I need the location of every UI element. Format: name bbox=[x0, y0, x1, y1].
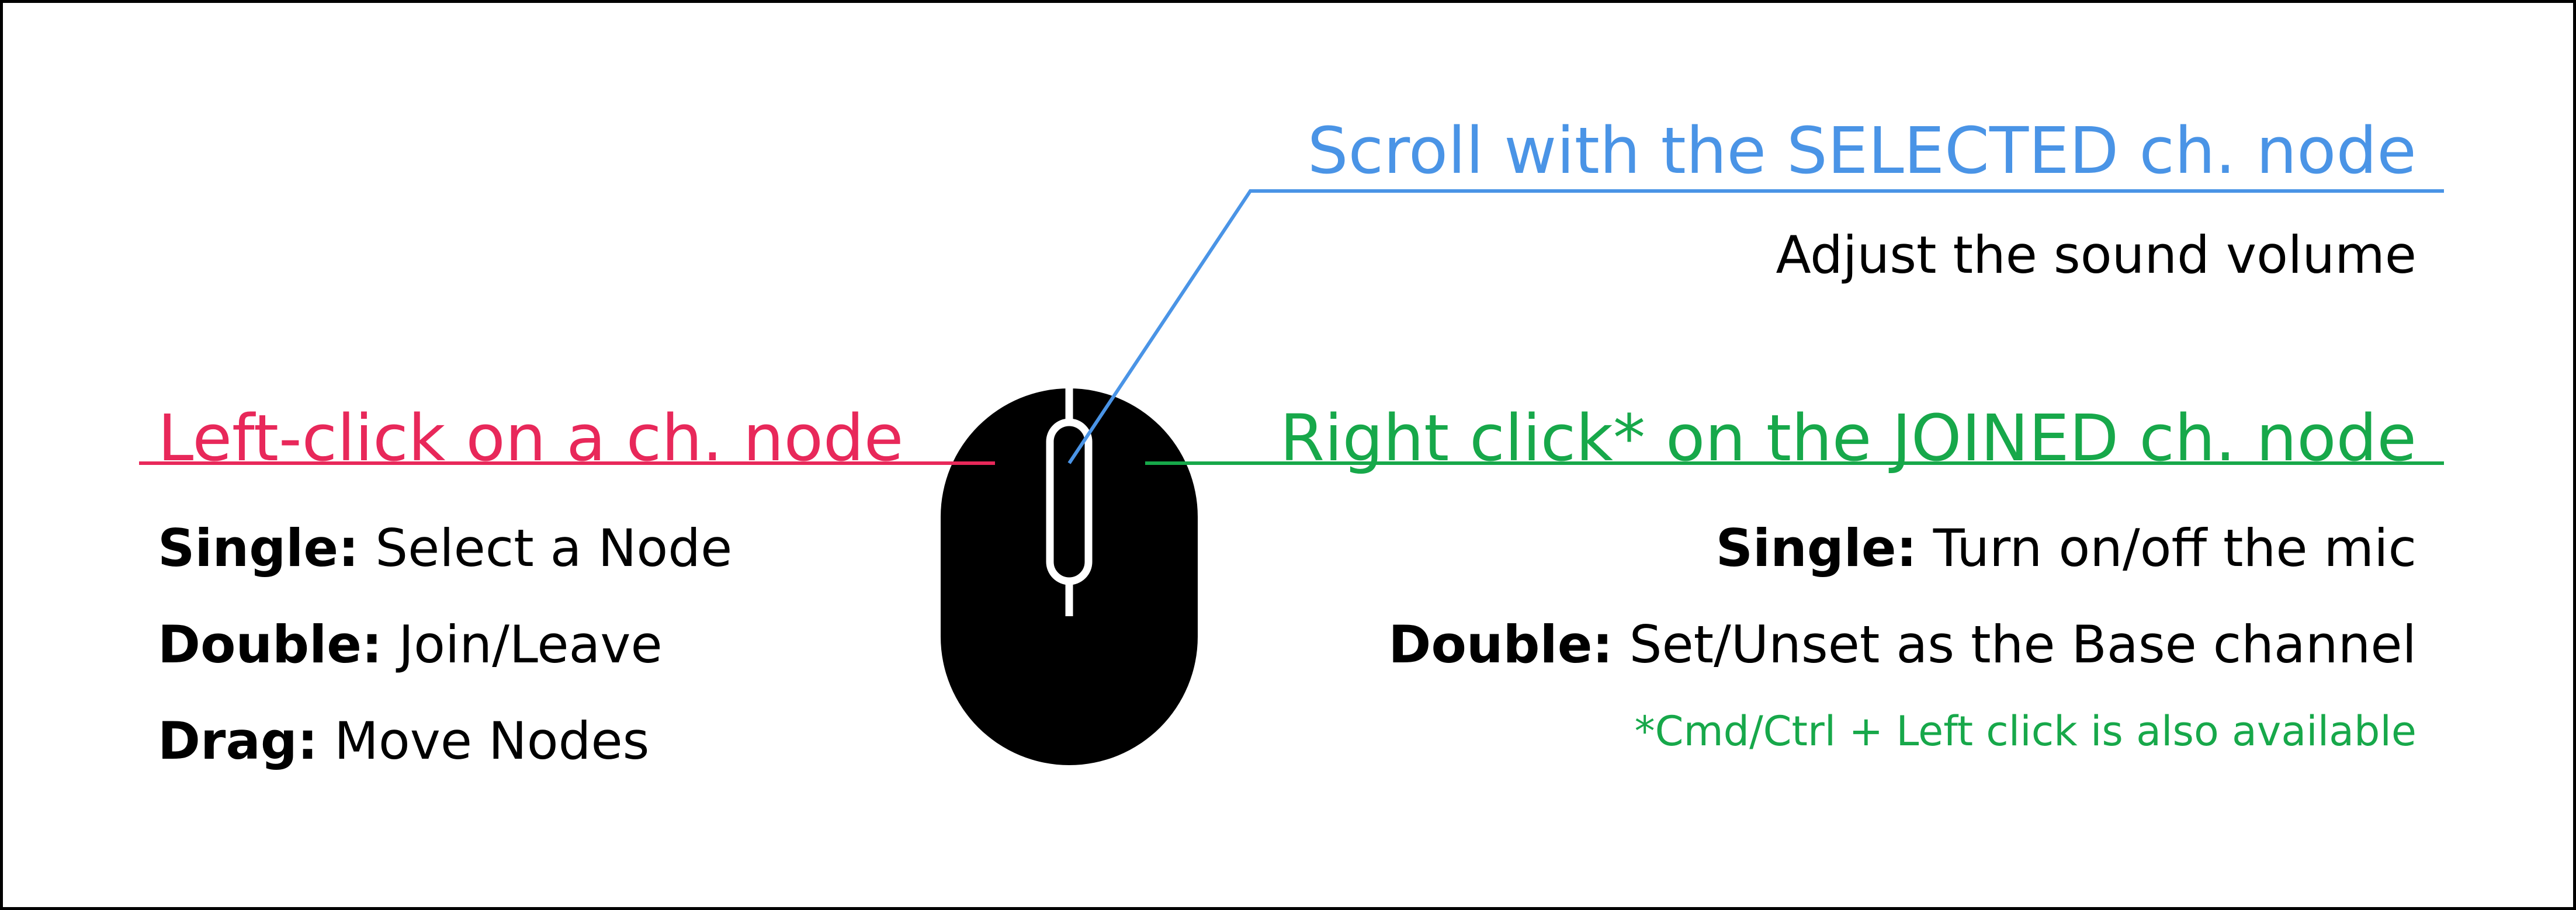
right-click-heading: Right click* on the JOINED ch. node bbox=[1280, 401, 2416, 475]
left-click-item-single: Single: Select a Node bbox=[158, 523, 732, 574]
right-click-item-value: Turn on/off the mic bbox=[1933, 518, 2416, 578]
right-click-footnote: *Cmd/Ctrl + Left click is also available bbox=[1634, 707, 2416, 755]
left-click-item-key: Double: bbox=[158, 614, 383, 675]
left-click-heading: Left-click on a ch. node bbox=[158, 401, 904, 475]
left-click-item-drag: Drag: Move Nodes bbox=[158, 716, 649, 767]
right-click-item-key: Double: bbox=[1388, 614, 1613, 675]
right-click-item-single: Single: Turn on/off the mic bbox=[1716, 523, 2416, 574]
right-click-item-double: Double: Set/Unset as the Base channel bbox=[1388, 619, 2416, 671]
diagram-graphics bbox=[139, 189, 2444, 765]
left-click-item-double: Double: Join/Leave bbox=[158, 619, 663, 671]
left-click-item-value: Select a Node bbox=[375, 518, 733, 578]
right-click-item-key: Single: bbox=[1715, 518, 1917, 578]
scroll-wheel-icon bbox=[1046, 418, 1093, 585]
scroll-description: Adjust the sound volume bbox=[1776, 225, 2416, 285]
left-click-item-value: Move Nodes bbox=[334, 711, 650, 771]
left-click-item-key: Single: bbox=[158, 518, 359, 578]
left-click-item-key: Drag: bbox=[158, 711, 318, 771]
scroll-leader-line bbox=[1067, 189, 2444, 464]
left-click-item-value: Join/Leave bbox=[398, 614, 663, 675]
right-click-item-value: Set/Unset as the Base channel bbox=[1629, 614, 2416, 675]
scroll-heading: Scroll with the SELECTED ch. node bbox=[1307, 113, 2416, 188]
